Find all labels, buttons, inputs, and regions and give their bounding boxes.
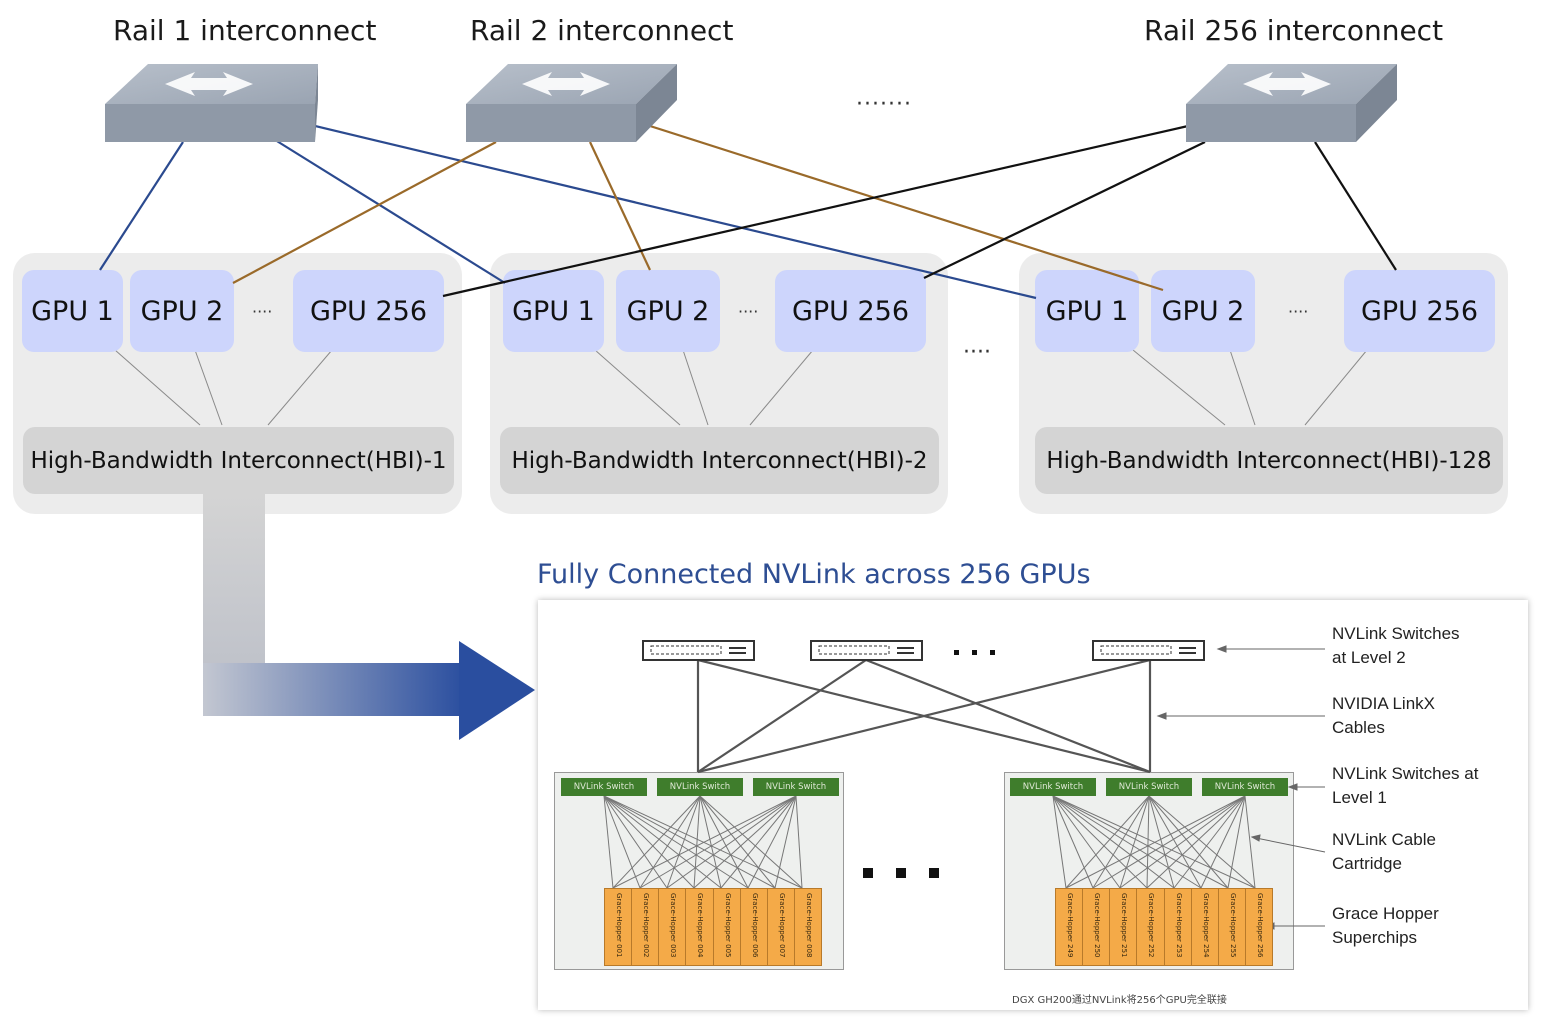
superchip-label: Grace-Hopper 007 xyxy=(777,893,786,958)
superchip-label: Grace-Hopper 249 xyxy=(1066,893,1075,958)
superchip: Grace-Hopper 004 xyxy=(686,889,714,965)
rail-1-label: Rail 1 interconnect xyxy=(113,14,377,47)
superchip-label: Grace-Hopper 251 xyxy=(1120,893,1129,958)
superchip: Grace-Hopper 001 xyxy=(605,889,633,965)
switch-icon xyxy=(810,640,923,661)
superchip-label: Grace-Hopper 256 xyxy=(1255,893,1264,958)
label-nvlink-switches-level2: NVLink Switches at Level 2 xyxy=(1332,624,1460,667)
superchip: Grace-Hopper 253 xyxy=(1164,889,1192,965)
superchip: Grace-Hopper 250 xyxy=(1083,889,1111,965)
switch-icon xyxy=(466,64,677,142)
rail-2-label: Rail 2 interconnect xyxy=(470,14,734,47)
gpu-1: GPU 1 xyxy=(1035,270,1139,352)
nvlink-switch: NVLink Switch xyxy=(657,778,743,796)
label-cable-cartridge: NVLink Cable Cartridge xyxy=(1332,830,1436,873)
switch-icon xyxy=(642,640,755,661)
switch-icon xyxy=(1186,64,1397,142)
nvlink-switch: NVLink Switch xyxy=(561,778,647,796)
nvlink-switch: NVLink Switch xyxy=(1010,778,1096,796)
nvlink-switch: NVLink Switch xyxy=(753,778,839,796)
superchip-label: Grace-Hopper 008 xyxy=(804,893,813,958)
rail-ellipsis: ······· xyxy=(856,92,912,117)
superchip-label: Grace-Hopper 004 xyxy=(696,893,705,958)
superchips-left: Grace-Hopper 001 Grace-Hopper 002 Grace-… xyxy=(604,888,822,966)
superchip: Grace-Hopper 003 xyxy=(659,889,687,965)
gpu-ellipsis: ···· xyxy=(252,302,273,321)
superchip-label: Grace-Hopper 001 xyxy=(615,893,624,958)
gpu-ellipsis: ···· xyxy=(1288,302,1309,321)
superchip: Grace-Hopper 005 xyxy=(713,889,741,965)
gpu-2: GPU 2 xyxy=(1151,270,1255,352)
gpu-256: GPU 256 xyxy=(775,270,926,352)
hbi-1: High-Bandwidth Interconnect(HBI)-1 xyxy=(23,427,454,494)
superchip: Grace-Hopper 007 xyxy=(767,889,795,965)
superchip-label: Grace-Hopper 252 xyxy=(1147,893,1156,958)
group-ellipsis: ···· xyxy=(963,340,991,365)
nvlink-switch: NVLink Switch xyxy=(1106,778,1192,796)
superchip-label: Grace-Hopper 254 xyxy=(1201,893,1210,958)
hbi-128: High-Bandwidth Interconnect(HBI)-128 xyxy=(1035,427,1503,494)
label-grace-hopper: Grace Hopper Superchips xyxy=(1332,904,1439,947)
gpu-1: GPU 1 xyxy=(503,270,604,352)
superchip: Grace-Hopper 002 xyxy=(632,889,660,965)
superchip: Grace-Hopper 249 xyxy=(1056,889,1084,965)
gpu-1: GPU 1 xyxy=(22,270,123,352)
switch-icon xyxy=(105,64,318,142)
superchip: Grace-Hopper 254 xyxy=(1191,889,1219,965)
superchip: Grace-Hopper 252 xyxy=(1137,889,1165,965)
superchip: Grace-Hopper 008 xyxy=(794,889,821,965)
inset-caption: DGX GH200通过NVLink将256个GPU完全联接 xyxy=(1012,995,1227,1006)
hbi-2: High-Bandwidth Interconnect(HBI)-2 xyxy=(500,427,939,494)
superchip-label: Grace-Hopper 255 xyxy=(1228,893,1237,958)
nvlink-switch: NVLink Switch xyxy=(1202,778,1288,796)
superchip-label: Grace-Hopper 250 xyxy=(1093,893,1102,958)
superchip: Grace-Hopper 006 xyxy=(740,889,768,965)
gpu-256: GPU 256 xyxy=(293,270,444,352)
superchip-label: Grace-Hopper 253 xyxy=(1174,893,1183,958)
superchip: Grace-Hopper 255 xyxy=(1218,889,1246,965)
superchip-label: Grace-Hopper 005 xyxy=(723,893,732,958)
ellipsis-icon xyxy=(863,650,995,878)
gpu-ellipsis: ···· xyxy=(738,302,759,321)
superchip-label: Grace-Hopper 003 xyxy=(669,893,678,958)
nvlink-title: Fully Connected NVLink across 256 GPUs xyxy=(537,559,1091,590)
superchip: Grace-Hopper 251 xyxy=(1110,889,1138,965)
superchip-label: Grace-Hopper 002 xyxy=(642,893,651,958)
rail-256-label: Rail 256 interconnect xyxy=(1144,14,1444,47)
gpu-2: GPU 2 xyxy=(616,270,720,352)
switch-icon xyxy=(1092,640,1205,661)
superchip-label: Grace-Hopper 006 xyxy=(750,893,759,958)
superchips-right: Grace-Hopper 249 Grace-Hopper 250 Grace-… xyxy=(1055,888,1273,966)
label-linkx-cables: NVIDIA LinkX Cables xyxy=(1332,694,1435,737)
gpu-2: GPU 2 xyxy=(130,270,234,352)
gpu-256: GPU 256 xyxy=(1344,270,1495,352)
superchip: Grace-Hopper 256 xyxy=(1245,889,1272,965)
label-nvlink-switches-level1: NVLink Switches at Level 1 xyxy=(1332,764,1479,807)
